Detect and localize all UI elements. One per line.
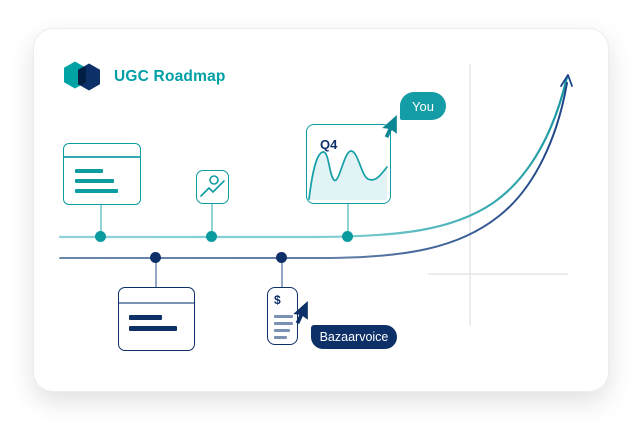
timeline-dot-navy-2 xyxy=(276,252,287,263)
timeline-dot-teal-2 xyxy=(206,231,217,242)
receipt-line xyxy=(274,329,290,332)
receipt-line xyxy=(274,315,293,318)
timeline-dot-navy-1 xyxy=(150,252,161,263)
receipt-line xyxy=(274,322,293,325)
connector-invoice xyxy=(281,259,283,287)
content-card-teal xyxy=(63,143,141,205)
card-header-divider xyxy=(64,156,140,158)
content-card-navy xyxy=(118,287,195,351)
you-cursor-label: You xyxy=(400,92,446,120)
cursor-arrow-icon-navy xyxy=(293,301,308,325)
wave-chart-icon xyxy=(308,150,388,200)
connector-doc-navy xyxy=(155,259,157,287)
illustration-panel: UGC Roadmap Q4 xyxy=(33,28,609,392)
bazaarvoice-cursor-label: Bazaarvoice xyxy=(311,325,397,349)
logo: UGC Roadmap xyxy=(63,61,226,92)
receipt-line xyxy=(274,336,287,339)
timeline-dot-teal-1 xyxy=(95,231,106,242)
image-icon xyxy=(200,175,225,197)
text-line-bar xyxy=(75,169,103,173)
invoice-card: $ xyxy=(267,287,298,345)
logo-text: UGC Roadmap xyxy=(114,67,226,85)
chart-card-label: Q4 xyxy=(320,137,338,152)
you-label-text: You xyxy=(412,98,434,114)
connector-chart xyxy=(347,204,349,235)
timeline-dot-teal-3 xyxy=(342,231,353,242)
logo-hexagons-icon xyxy=(64,61,100,91)
image-card xyxy=(196,170,229,204)
connector-image xyxy=(211,204,213,237)
connector-doc-teal xyxy=(100,205,102,237)
dollar-symbol: $ xyxy=(274,293,281,307)
arrow-head-icon xyxy=(560,74,573,87)
chart-card: Q4 xyxy=(306,124,391,204)
cursor-arrow-icon-teal xyxy=(382,115,397,139)
bazaarvoice-label-text: Bazaarvoice xyxy=(319,330,389,344)
text-line-bar xyxy=(75,179,114,183)
card-header-divider xyxy=(119,302,194,304)
text-line-bar xyxy=(129,326,177,331)
text-line-bar xyxy=(129,315,162,320)
hexagon-navy xyxy=(78,63,100,91)
text-line-bar xyxy=(75,189,118,193)
